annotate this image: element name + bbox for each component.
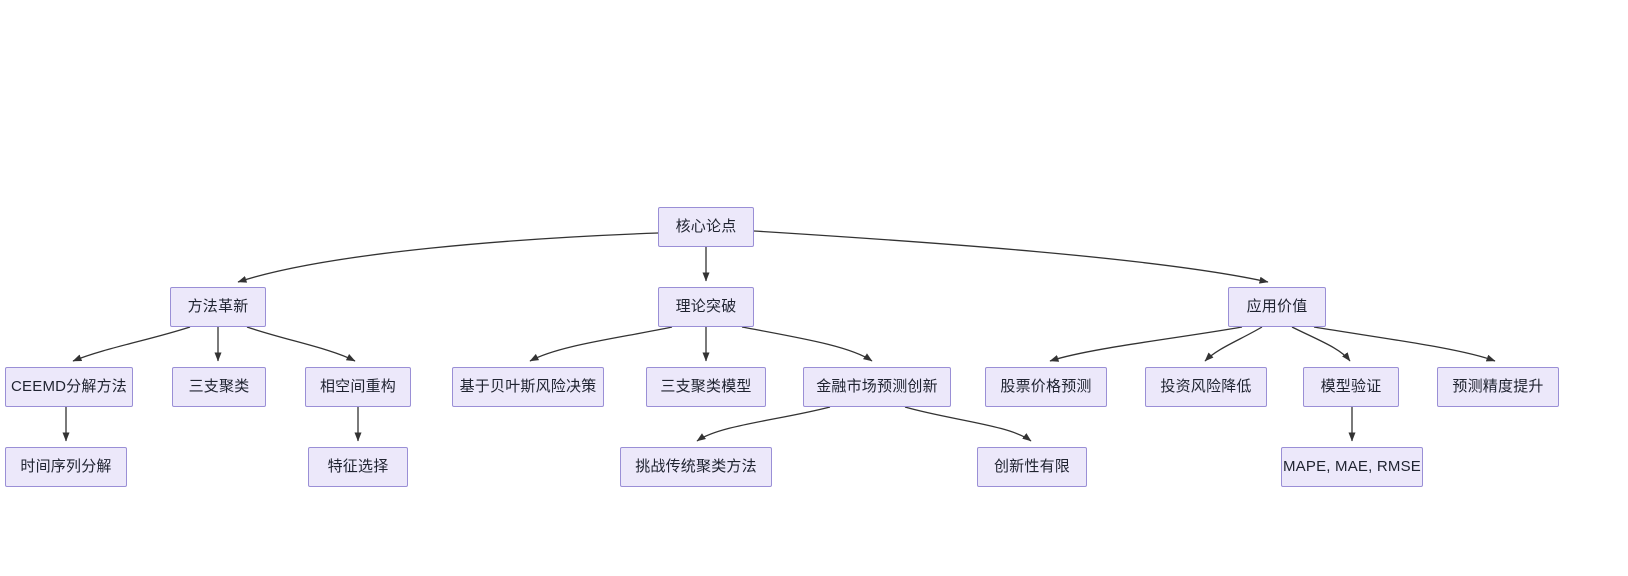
edge-application-to-validate — [1291, 326, 1351, 362]
node-label-accuracy: 预测精度提升 — [1452, 378, 1544, 395]
node-label-root: 核心论点 — [675, 218, 737, 235]
node-ceemd[interactable]: CEEMD分解方法 — [5, 367, 133, 407]
node-feature[interactable]: 特征选择 — [308, 447, 408, 487]
node-twmodel[interactable]: 三支聚类模型 — [646, 367, 766, 407]
node-label-risk: 投资风险降低 — [1160, 378, 1252, 395]
node-label-phase: 相空间重构 — [319, 378, 396, 395]
node-label-threeway: 三支聚类 — [188, 378, 250, 395]
node-validate[interactable]: 模型验证 — [1303, 367, 1399, 407]
node-label-bayes: 基于贝叶斯风险决策 — [459, 378, 597, 395]
node-tsdecomp[interactable]: 时间序列分解 — [5, 447, 127, 487]
edge-application-to-risk — [1204, 326, 1263, 362]
node-root[interactable]: 核心论点 — [658, 207, 754, 247]
node-label-metrics: MAPE, MAE, RMSE — [1282, 458, 1422, 475]
node-method[interactable]: 方法革新 — [170, 287, 266, 327]
edge-root-to-method — [237, 232, 659, 283]
node-risk[interactable]: 投资风险降低 — [1145, 367, 1267, 407]
node-label-ceemd: CEEMD分解方法 — [11, 378, 127, 395]
node-label-stock: 股票价格预测 — [1000, 378, 1092, 395]
node-phase[interactable]: 相空间重构 — [305, 367, 411, 407]
node-label-method: 方法革新 — [187, 298, 249, 315]
node-finance[interactable]: 金融市场预测创新 — [803, 367, 951, 407]
node-application[interactable]: 应用价值 — [1228, 287, 1326, 327]
node-bayes[interactable]: 基于贝叶斯风险决策 — [452, 367, 604, 407]
node-label-feature: 特征选择 — [327, 458, 389, 475]
node-label-theory: 理论突破 — [675, 298, 737, 315]
node-stock[interactable]: 股票价格预测 — [985, 367, 1107, 407]
node-challenge[interactable]: 挑战传统聚类方法 — [620, 447, 772, 487]
node-label-finance: 金融市场预测创新 — [816, 378, 938, 395]
edge-theory-to-bayes — [529, 326, 673, 362]
node-label-challenge: 挑战传统聚类方法 — [635, 458, 757, 475]
node-label-tsdecomp: 时间序列分解 — [20, 458, 112, 475]
node-theory[interactable]: 理论突破 — [658, 287, 754, 327]
edge-application-to-accuracy — [1313, 326, 1496, 362]
node-metrics[interactable]: MAPE, MAE, RMSE — [1281, 447, 1423, 487]
edge-root-to-application — [753, 230, 1269, 284]
node-label-twmodel: 三支聚类模型 — [660, 378, 752, 395]
edge-finance-to-challenge — [696, 406, 831, 442]
node-threeway[interactable]: 三支聚类 — [172, 367, 266, 407]
edge-method-to-ceemd — [72, 326, 191, 362]
edge-application-to-stock — [1049, 326, 1243, 362]
edge-method-to-phase — [246, 326, 356, 362]
edge-theory-to-finance — [741, 326, 873, 362]
node-label-application: 应用价值 — [1246, 298, 1308, 315]
edge-finance-to-limited — [904, 406, 1032, 442]
node-label-limited: 创新性有限 — [993, 458, 1070, 475]
node-label-validate: 模型验证 — [1320, 378, 1382, 395]
edges-group — [62, 230, 1496, 442]
node-accuracy[interactable]: 预测精度提升 — [1437, 367, 1559, 407]
node-limited[interactable]: 创新性有限 — [977, 447, 1087, 487]
